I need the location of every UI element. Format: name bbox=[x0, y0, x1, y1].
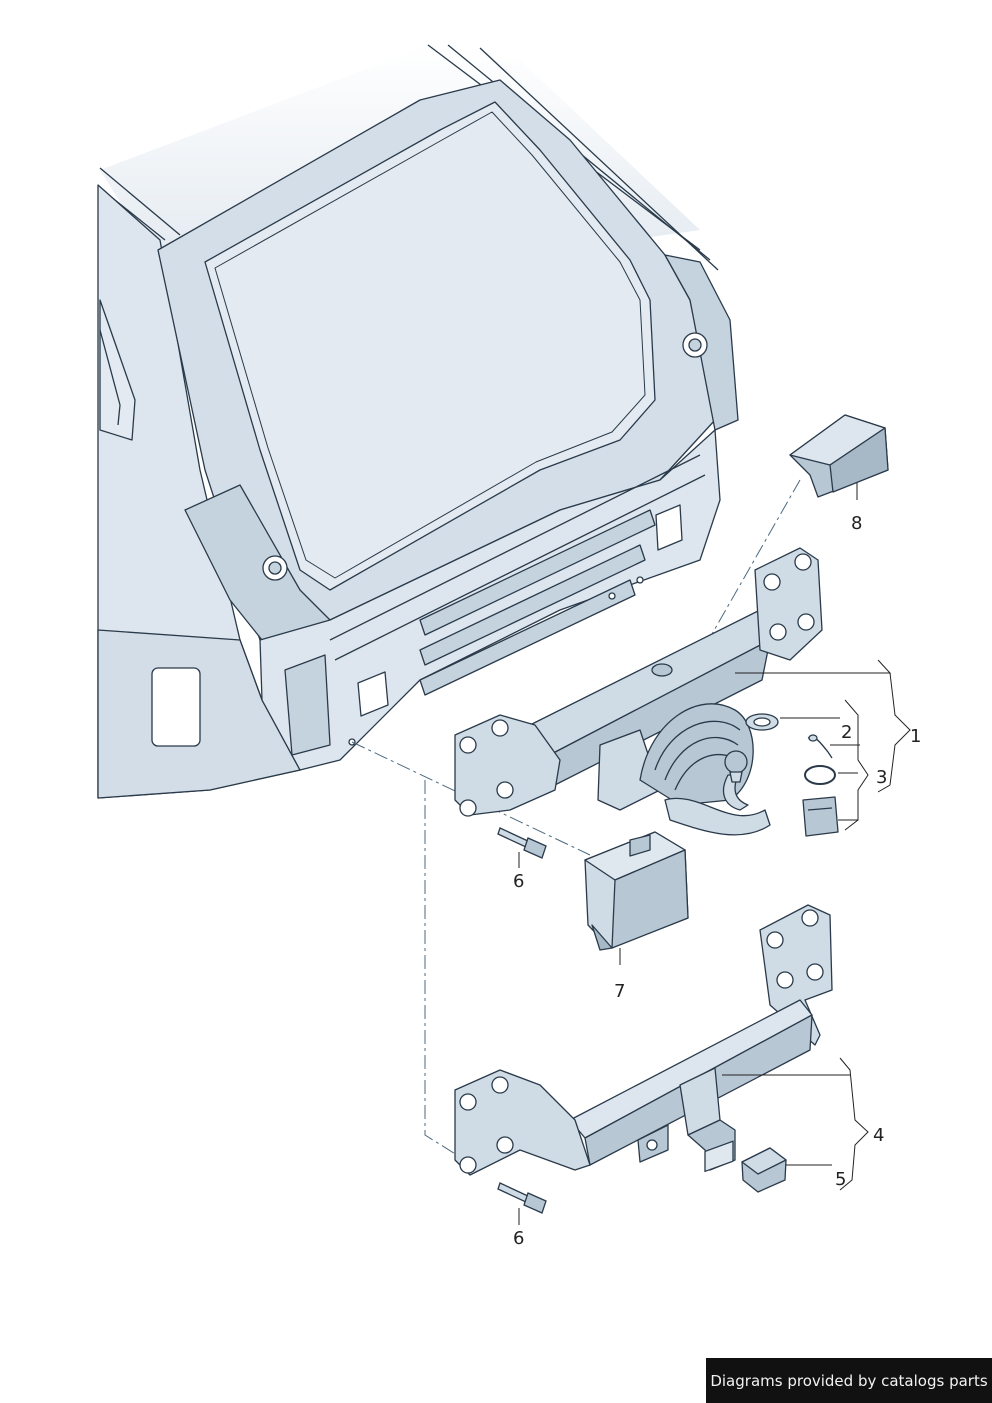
callout-6-lower: 6 bbox=[513, 1228, 525, 1249]
part-5-receiver-cap bbox=[741, 1147, 787, 1193]
credit-text: Diagrams provided by catalogs parts bbox=[710, 1371, 988, 1390]
part-1-swivel-tow-bar bbox=[454, 547, 823, 836]
part-6-bolt-lower bbox=[497, 1182, 547, 1214]
part-7-module bbox=[584, 831, 689, 951]
part-2-washer bbox=[745, 713, 779, 731]
callout-3: 3 bbox=[876, 767, 888, 788]
part-6-bolt-upper bbox=[497, 827, 547, 859]
callout-7: 7 bbox=[614, 981, 626, 1002]
part-8-cover-cap bbox=[789, 414, 889, 498]
callout-1: 1 bbox=[910, 726, 922, 747]
part-4-receiver-hitch bbox=[454, 904, 833, 1176]
callout-8: 8 bbox=[851, 513, 863, 534]
part-3-parts-kit bbox=[802, 734, 839, 837]
callout-6-upper: 6 bbox=[513, 871, 525, 892]
leader-lines bbox=[518, 483, 911, 1225]
credit-banner: Diagrams provided by catalogs parts bbox=[706, 1358, 992, 1403]
callout-5: 5 bbox=[835, 1169, 847, 1190]
vehicle-rear-body bbox=[97, 44, 739, 799]
callout-4: 4 bbox=[873, 1125, 885, 1146]
callout-2: 2 bbox=[841, 722, 853, 743]
